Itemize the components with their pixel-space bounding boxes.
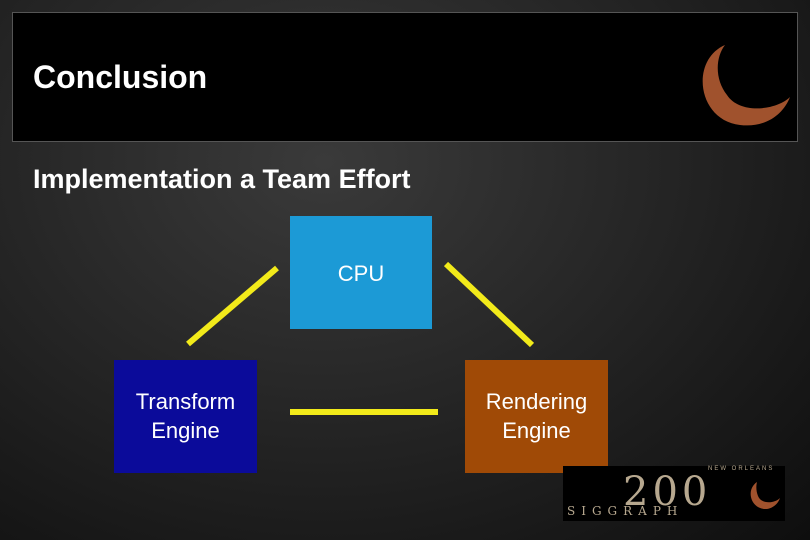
node-transform-label-line1: Transform <box>135 388 236 414</box>
connector-cpu-rendering <box>443 261 535 348</box>
node-transform-engine: Transform Engine <box>114 360 257 473</box>
logo-year: 200 <box>623 469 712 515</box>
node-rendering-label-line1: Rendering <box>485 388 588 414</box>
node-transform-label-line2: Engine <box>151 417 220 443</box>
logo-tagline: NEW ORLEANS <box>708 466 775 472</box>
title-bar: Conclusion <box>12 12 798 142</box>
logo-crescent-icon <box>750 482 780 510</box>
connector-transform-cpu <box>186 265 279 347</box>
node-rendering-label-line2: Engine <box>502 417 571 443</box>
slide-title: Conclusion <box>33 59 208 95</box>
slide-subtitle: Implementation a Team Effort <box>33 164 411 194</box>
crescent-moon-icon <box>702 45 790 126</box>
node-cpu: CPU <box>290 216 432 329</box>
node-rendering-engine: Rendering Engine <box>465 360 608 473</box>
node-cpu-label: CPU <box>337 261 385 286</box>
logo-wordmark: SIGGRAPH <box>567 504 684 518</box>
siggraph-logo: NEW ORLEANS 200 SIGGRAPH <box>563 466 785 521</box>
